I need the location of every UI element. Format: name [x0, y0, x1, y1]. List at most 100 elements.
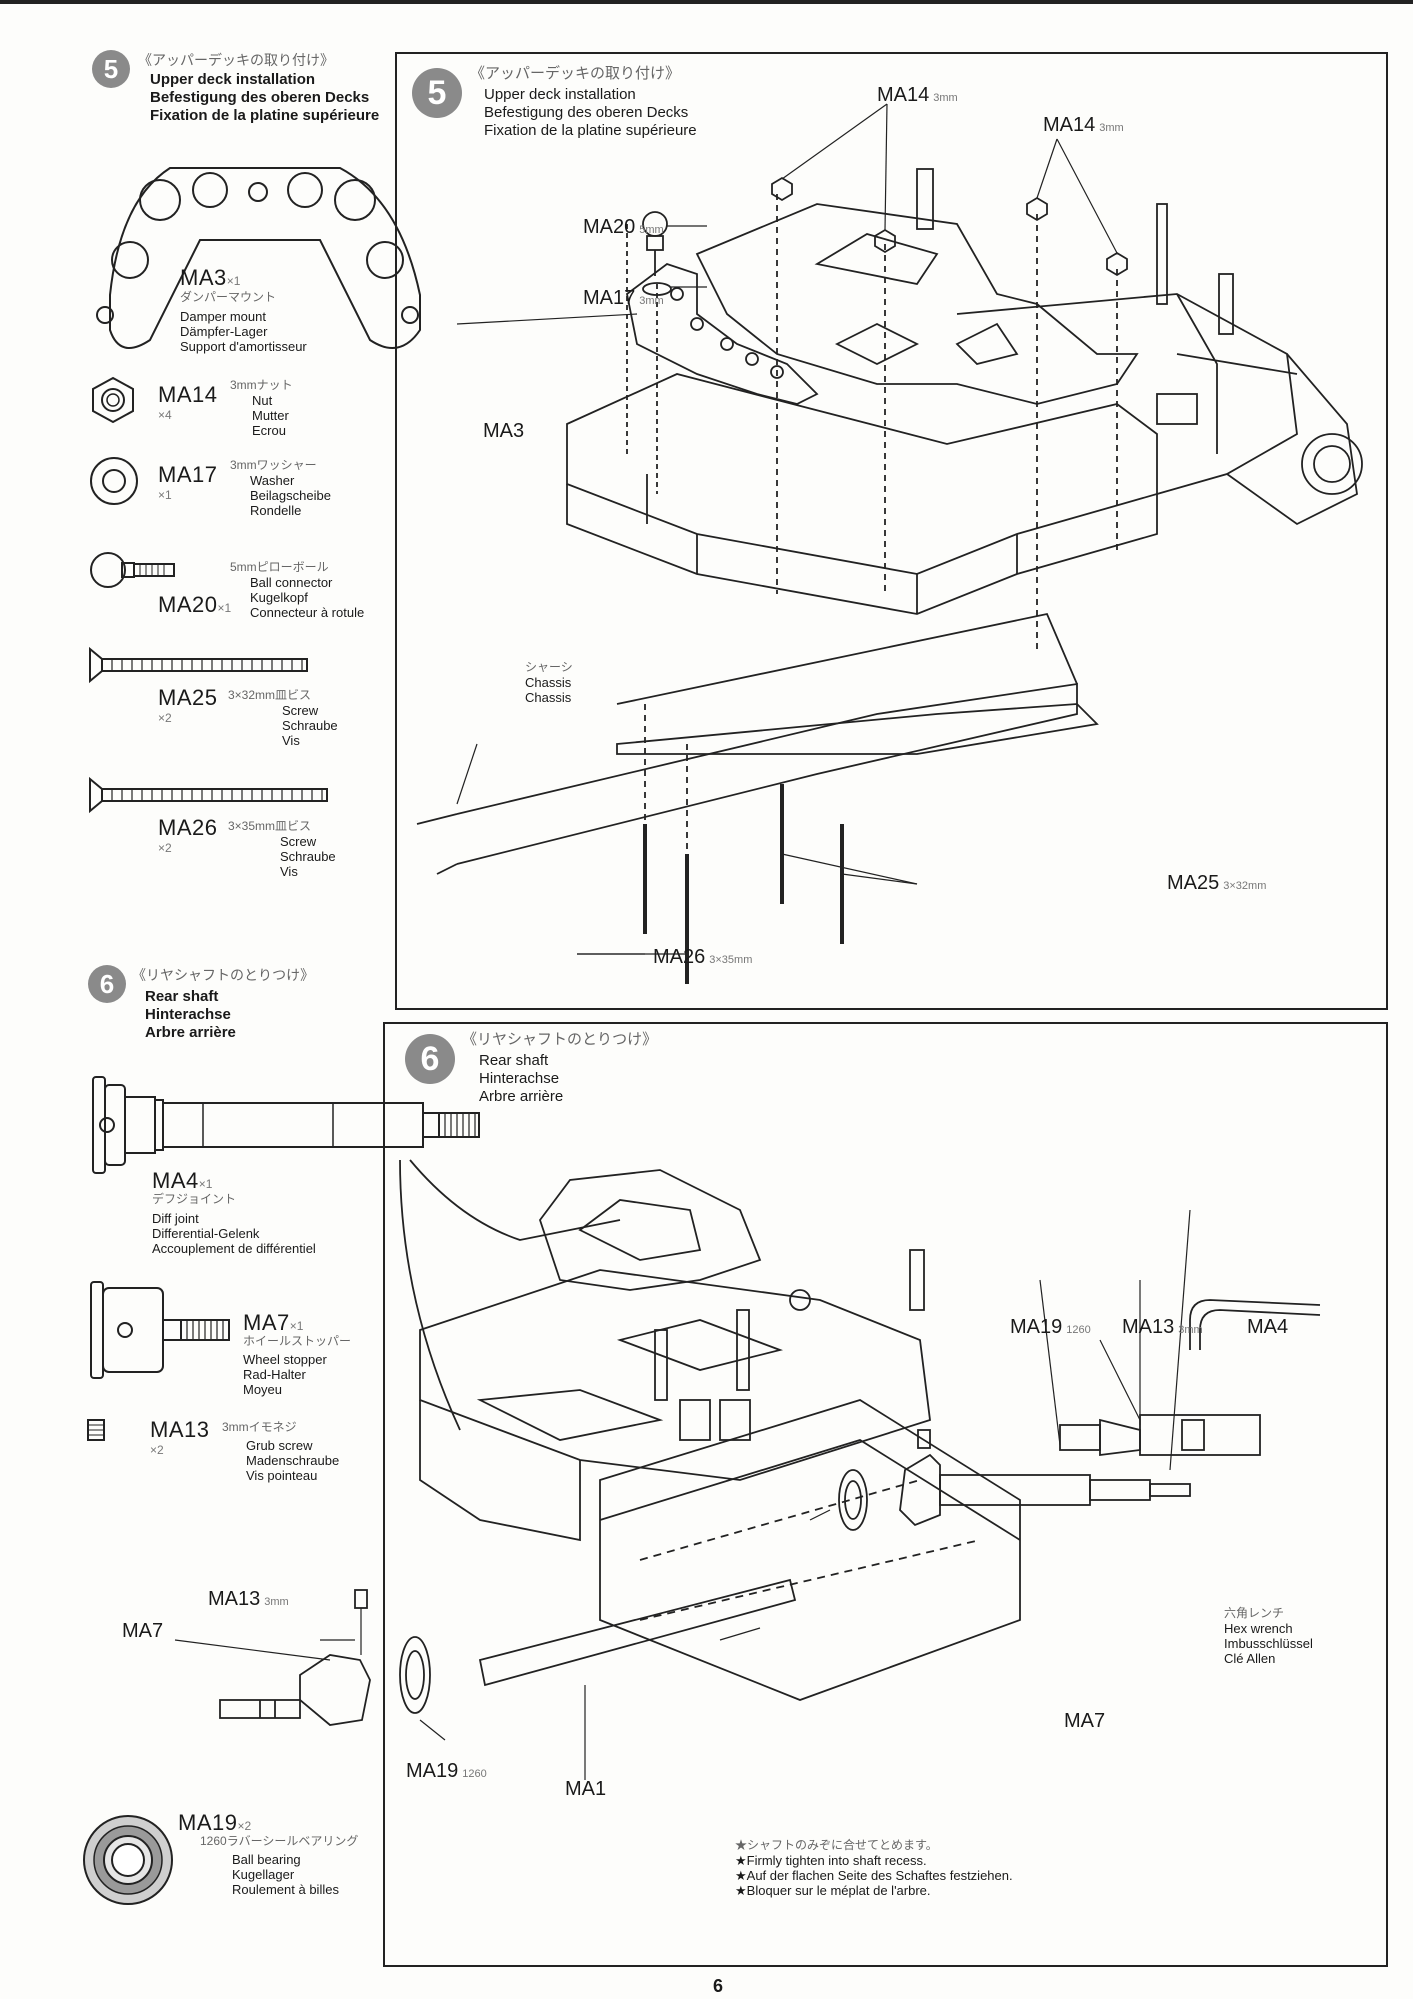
step5-title-en: Upper deck installation	[484, 86, 636, 103]
step6-title-en: Rear shaft	[479, 1052, 549, 1069]
part-ma26-label: MA26 ×2	[158, 815, 217, 855]
part-ma19-fr: Roulement à billes	[232, 1882, 339, 1897]
callout-ma25-dim: 3×32mm	[1223, 880, 1267, 892]
part-ma7-jp: ホイールストッパー	[243, 1334, 352, 1348]
part-ma19-jp: 1260ラバーシールベアリング	[200, 1834, 359, 1848]
part-ma4-label: MA4×1	[152, 1168, 212, 1194]
part-ma19-code: MA19	[178, 1810, 238, 1835]
part-ma7-qty: ×1	[289, 1319, 304, 1333]
step6-callout-ma7-detail: MA7	[1064, 1710, 1106, 1732]
part-ma14-qty: ×4	[158, 408, 172, 422]
part-ma17-en: Washer	[250, 473, 295, 488]
step5-title-jp-left: 《アッパーデッキの取り付け》	[138, 52, 334, 68]
screw-35mm-icon	[89, 776, 328, 814]
callout-ma13-l-code: MA13	[208, 1588, 261, 1610]
step6-title: Rear shaft Hinterachse Arbre arrière	[479, 1052, 563, 1106]
part-ma3-code: MA3	[180, 265, 227, 290]
callout-ma26-code: MA26	[653, 946, 706, 968]
callout-ma17-code: MA17	[583, 287, 636, 309]
part-ma14-en: Nut	[252, 393, 273, 408]
part-ma13-desc: 3mmイモネジ Grub screw Madenschraube Vis poi…	[222, 1420, 339, 1483]
hex-wrench-fr: Clé Allen	[1224, 1651, 1276, 1666]
part-ma17-code: MA17	[158, 462, 218, 487]
step5-panel	[395, 52, 1388, 1010]
step6-title-fr: Arbre arrière	[479, 1088, 564, 1105]
part-ma3-qty: ×1	[226, 274, 241, 288]
step6-title-en-left: Rear shaft	[145, 988, 219, 1005]
part-ma25-en: Screw	[282, 703, 319, 718]
note-fr: ★Bloquer sur le méplat de l'arbre.	[735, 1883, 931, 1898]
part-ma26-qty: ×2	[158, 841, 172, 855]
part-ma3-label: MA3×1	[180, 265, 240, 291]
step6-badge: 6	[405, 1034, 455, 1084]
grub-screw-icon	[87, 1419, 105, 1441]
step5-title-fr-left: Fixation de la platine supérieure	[150, 107, 380, 124]
part-ma4-code: MA4	[152, 1168, 199, 1193]
part-ma3-en: Damper mount	[180, 309, 266, 324]
step6-title-jp: 《リヤシャフトのとりつけ》	[462, 1031, 658, 1048]
step5-title-jp: 《アッパーデッキの取り付け》	[470, 65, 681, 82]
screw-32mm-icon	[89, 646, 308, 684]
hex-wrench-de: Imbusschlüssel	[1224, 1636, 1313, 1651]
part-ma25-fr: Vis	[282, 733, 300, 748]
step5-callout-chassis: シャーシ Chassis Chassis	[525, 660, 573, 705]
part-ma7-label: MA7×1	[243, 1310, 303, 1336]
page-number: 6	[713, 1976, 724, 1996]
part-ma25-code: MA25	[158, 685, 218, 710]
part-ma20-jp: 5mmピローボール	[230, 560, 329, 574]
note-en: ★Firmly tighten into shaft recess.	[735, 1853, 927, 1868]
step6-hex-wrench-label: 六角レンチ Hex wrench Imbusschlüssel Clé Alle…	[1224, 1606, 1313, 1666]
part-ma25-desc: 3×32mm皿ビス Screw Schraube Vis	[228, 688, 338, 748]
step6-panel	[383, 1022, 1388, 1967]
part-ma20-desc: 5mmピローボール Ball connector Kugelkopf Conne…	[230, 560, 364, 620]
top-edge-line	[0, 0, 1413, 4]
callout-ma25-code: MA25	[1167, 872, 1220, 894]
callout-ma19-l-dim: 1260	[462, 1768, 487, 1780]
step6-callout-ma1: MA1	[565, 1778, 607, 1800]
diff-joint-drawing	[92, 1076, 480, 1174]
callout-ma17-dim: 3mm	[639, 295, 664, 307]
part-ma13-jp: 3mmイモネジ	[222, 1420, 297, 1434]
callout-ma19-l-code: MA19	[406, 1760, 459, 1782]
part-ma25-label: MA25 ×2	[158, 685, 217, 725]
part-ma20-qty: ×1	[217, 601, 232, 615]
step6-title-jp-left: 《リヤシャフトのとりつけ》	[132, 967, 315, 983]
step6-title-fr-left: Arbre arrière	[145, 1024, 236, 1041]
part-ma14-fr: Ecrou	[252, 423, 286, 438]
part-ma13-qty: ×2	[150, 1443, 164, 1457]
part-ma14-de: Mutter	[252, 408, 289, 423]
part-ma7-fr: Moyeu	[243, 1382, 283, 1397]
part-ma3-jp: ダンパーマウント	[180, 290, 277, 304]
part-ma4-desc: デフジョイント Diff joint Differential-Gelenk A…	[152, 1192, 316, 1256]
callout-ma14-b-dim: 3mm	[1099, 122, 1124, 134]
step5-title-de: Befestigung des oberen Decks	[484, 104, 689, 121]
part-ma13-fr: Vis pointeau	[246, 1468, 318, 1483]
callout-ma13-r-code: MA13	[1122, 1316, 1175, 1338]
step5-title: Upper deck installation Befestigung des …	[484, 86, 697, 140]
part-ma19-qty: ×2	[237, 1819, 252, 1833]
step5-title-left: Upper deck installation Befestigung des …	[150, 71, 400, 125]
hex-wrench-en: Hex wrench	[1224, 1621, 1293, 1636]
step5-title-fr: Fixation de la platine supérieure	[484, 122, 697, 139]
step6-title-de: Hinterachse	[479, 1070, 560, 1087]
step5-badge: 5	[412, 68, 462, 118]
step6-callout-ma7: MA7	[122, 1620, 164, 1642]
part-ma13-en: Grub screw	[246, 1438, 313, 1453]
callout-ma14-b-code: MA14	[1043, 114, 1096, 136]
part-ma20-code: MA20	[158, 592, 218, 617]
callout-ma26-dim: 3×35mm	[709, 954, 753, 966]
part-ma4-qty: ×1	[198, 1177, 213, 1191]
step5-badge-left: 5	[92, 50, 130, 88]
part-ma17-fr: Rondelle	[250, 503, 302, 518]
damper-mount-drawing	[96, 167, 421, 349]
part-ma26-en: Screw	[280, 834, 317, 849]
part-ma19-de: Kugellager	[232, 1867, 295, 1882]
part-ma17-jp: 3mmワッシャー	[230, 458, 317, 472]
